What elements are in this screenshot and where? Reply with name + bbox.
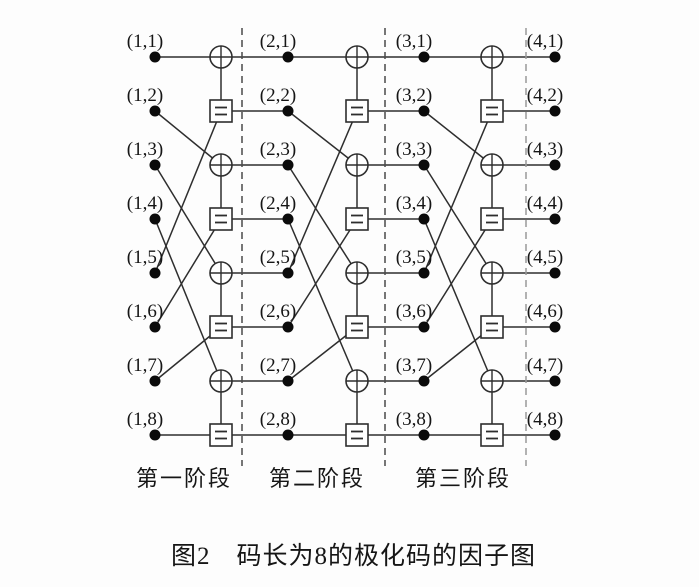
variable-label-4-6: (4,6) xyxy=(527,301,563,322)
edge-stage1-var6-to-equality-row4 xyxy=(154,218,222,328)
stage-1-label: 第一阶段 xyxy=(135,466,232,491)
variable-dot-1-7 xyxy=(149,375,161,387)
equality-node-stage3-row4 xyxy=(480,207,504,231)
variable-dot-4-4 xyxy=(549,213,561,225)
equality-node-stage3-row2 xyxy=(480,99,504,123)
variable-label-4-4: (4,4) xyxy=(527,193,563,214)
variable-label-2-4: (2,4) xyxy=(260,193,296,214)
variable-dot-3-7 xyxy=(418,375,430,387)
variable-dot-1-1 xyxy=(149,51,161,63)
variable-dot-2-7 xyxy=(282,375,294,387)
equality-node-stage2-row8 xyxy=(345,423,369,447)
variable-dot-2-6 xyxy=(282,321,294,333)
variable-dot-3-5 xyxy=(418,267,430,279)
edge-stage3-var6-to-equality-row4 xyxy=(423,218,493,328)
variable-dot-1-6 xyxy=(149,321,161,333)
variable-label-3-5: (3,5) xyxy=(396,247,432,268)
variable-dot-1-4 xyxy=(149,213,161,225)
variable-label-2-5: (2,5) xyxy=(260,247,296,268)
equality-node-stage2-row2 xyxy=(345,99,369,123)
variable-dot-3-6 xyxy=(418,321,430,333)
equality-node-stage1-row4 xyxy=(209,207,233,231)
variable-dot-3-2 xyxy=(418,105,430,117)
variable-label-3-2: (3,2) xyxy=(396,85,432,106)
equality-node-stage1-row2 xyxy=(209,99,233,123)
variable-dot-3-3 xyxy=(418,159,430,171)
variable-label-2-3: (2,3) xyxy=(260,139,296,160)
variable-label-2-7: (2,7) xyxy=(260,355,296,376)
variable-dot-2-1 xyxy=(282,51,294,63)
variable-label-3-7: (3,7) xyxy=(396,355,432,376)
equality-node-stage3-row8 xyxy=(480,423,504,447)
variable-dot-1-3 xyxy=(149,159,161,171)
variable-label-2-2: (2,2) xyxy=(260,85,296,106)
variable-dot-3-8 xyxy=(418,429,430,441)
variable-label-1-8: (1,8) xyxy=(127,409,163,430)
variable-label-4-5: (4,5) xyxy=(527,247,563,268)
variable-label-1-2: (1,2) xyxy=(127,85,163,106)
variable-label-4-7: (4,7) xyxy=(527,355,563,376)
variable-label-3-1: (3,1) xyxy=(396,31,432,52)
variable-dot-4-3 xyxy=(549,159,561,171)
figure-caption: 图2 码长为8的极化码的因子图 xyxy=(170,543,536,570)
variable-label-1-6: (1,6) xyxy=(127,301,163,322)
variable-label-3-4: (3,4) xyxy=(396,193,432,214)
edge-stage2-var6-to-equality-row4 xyxy=(287,218,358,328)
variable-label-1-3: (1,3) xyxy=(127,139,163,160)
variable-dot-4-6 xyxy=(549,321,561,333)
equality-node-stage3-row6 xyxy=(480,315,504,339)
stage-2-label: 第二阶段 xyxy=(268,466,365,491)
variable-dot-4-1 xyxy=(549,51,561,63)
equality-node-stage2-row6 xyxy=(345,315,369,339)
variable-dot-3-1 xyxy=(418,51,430,63)
variable-label-4-8: (4,8) xyxy=(527,409,563,430)
variable-label-1-1: (1,1) xyxy=(127,31,163,52)
variable-dot-4-7 xyxy=(549,375,561,387)
variable-label-1-7: (1,7) xyxy=(127,355,163,376)
variable-dot-4-8 xyxy=(549,429,561,441)
variable-dot-4-5 xyxy=(549,267,561,279)
variable-dot-2-3 xyxy=(282,159,294,171)
variable-dot-4-2 xyxy=(549,105,561,117)
edge-stage1-var5-to-equality-row2 xyxy=(154,110,222,274)
edge-stage3-var5-to-equality-row2 xyxy=(423,110,493,274)
edge-stage3-var2-to-check-row3 xyxy=(423,110,493,166)
variable-label-1-5: (1,5) xyxy=(127,247,163,268)
edge-stage2-var2-to-check-row3 xyxy=(287,110,358,166)
edge-stage2-var5-to-equality-row2 xyxy=(287,110,358,274)
variable-label-3-8: (3,8) xyxy=(396,409,432,430)
variable-dot-2-2 xyxy=(282,105,294,117)
stage-3-label: 第三阶段 xyxy=(414,466,511,491)
variable-dot-1-8 xyxy=(149,429,161,441)
variable-label-2-1: (2,1) xyxy=(260,31,296,52)
edge-stage1-var4-to-check-row7 xyxy=(154,218,222,382)
variable-dot-1-5 xyxy=(149,267,161,279)
variable-label-2-6: (2,6) xyxy=(260,301,296,322)
equality-node-stage1-row8 xyxy=(209,423,233,447)
edge-stage2-var4-to-check-row7 xyxy=(287,218,358,382)
edge-stage2-var3-to-check-row5 xyxy=(287,164,358,274)
variable-label-4-2: (4,2) xyxy=(527,85,563,106)
variable-label-1-4: (1,4) xyxy=(127,193,163,214)
edge-stage1-var2-to-check-row3 xyxy=(154,110,222,166)
variable-label-4-3: (4,3) xyxy=(527,139,563,160)
equality-node-stage1-row6 xyxy=(209,315,233,339)
variable-dot-2-5 xyxy=(282,267,294,279)
variable-label-2-8: (2,8) xyxy=(260,409,296,430)
variable-dot-2-4 xyxy=(282,213,294,225)
variable-label-3-6: (3,6) xyxy=(396,301,432,322)
edge-stage3-var3-to-check-row5 xyxy=(423,164,493,274)
variable-dot-3-4 xyxy=(418,213,430,225)
variable-dot-2-8 xyxy=(282,429,294,441)
variable-label-3-3: (3,3) xyxy=(396,139,432,160)
variable-label-4-1: (4,1) xyxy=(527,31,563,52)
edge-stage3-var4-to-check-row7 xyxy=(423,218,493,382)
polar-code-factor-graph: (1,1) (1,2) (1,3) (1,4) (1,5) (1,6) (1,7) (1,8)… xyxy=(127,28,563,466)
edge-stage1-var3-to-check-row5 xyxy=(154,164,222,274)
equality-node-stage2-row4 xyxy=(345,207,369,231)
variable-dot-1-2 xyxy=(149,105,161,117)
